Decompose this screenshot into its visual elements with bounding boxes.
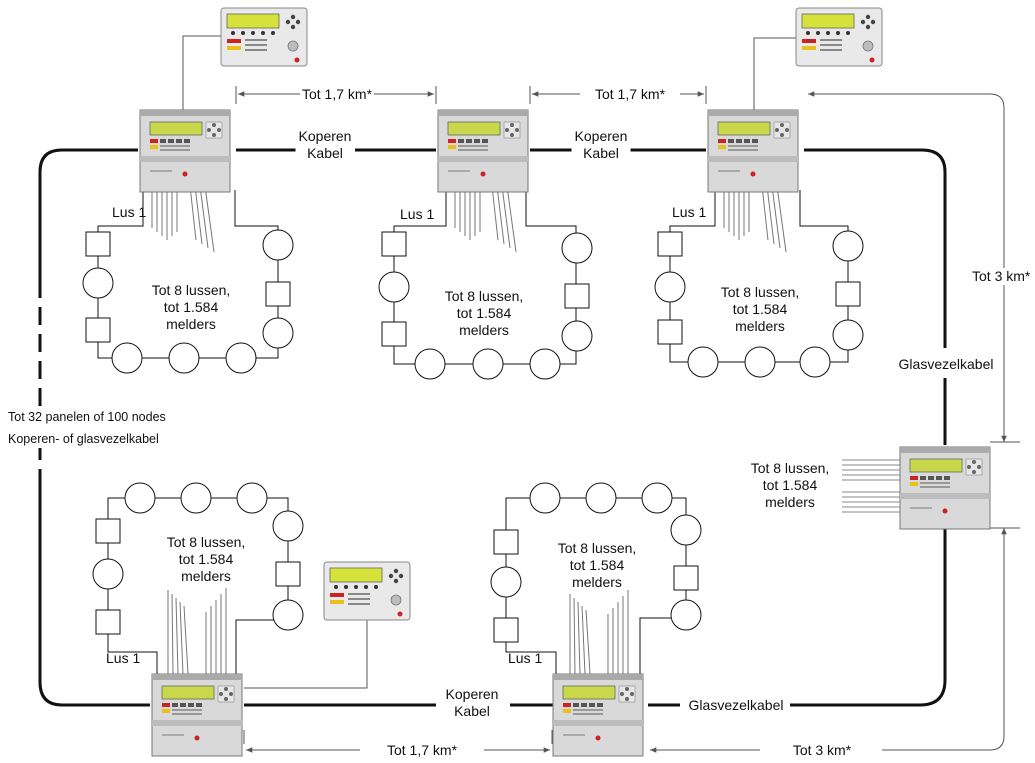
copper-cable-network — [38, 148, 947, 707]
loop-label-bottom-left: Lus 1 — [106, 650, 141, 666]
repeater-panel-top-right — [795, 7, 883, 67]
repeater-links — [182, 35, 796, 689]
loop-label-bottom-center: Lus 1 — [508, 650, 543, 666]
loop-label-top-right: Lus 1 — [672, 204, 707, 220]
distance-label-right: Tot 3 km* — [970, 268, 1033, 285]
control-panel-right — [899, 446, 991, 530]
control-panel-top-left — [139, 109, 231, 193]
fiber-cable-right-bottom — [648, 528, 947, 707]
cable-label-fiber-right: Glasvezelkabel — [896, 356, 996, 373]
copper-cable-left-top — [38, 148, 138, 280]
detector-loop-top-right — [654, 185, 864, 378]
detector-loop-top-left — [82, 185, 294, 374]
distance-markers — [235, 86, 1020, 753]
distance-label-bottom-left: Tot 1,7 km* — [384, 742, 460, 759]
distance-label-bottom-right: Tot 3 km* — [790, 742, 854, 759]
copper-cable-left-bottom — [38, 470, 150, 707]
distance-label-top-left: Tot 1,7 km* — [299, 86, 375, 103]
control-panel-bottom-center — [552, 673, 644, 757]
loop-label-top-center: Lus 1 — [400, 206, 435, 222]
detector-loop-bottom-left — [92, 482, 304, 675]
copper-cable-top-right-down — [804, 148, 947, 348]
detector-loop-top-center — [378, 185, 593, 380]
control-panel-top-right — [707, 109, 799, 193]
control-panel-top-center — [437, 109, 529, 193]
distance-label-top-right: Tot 1,7 km* — [592, 86, 668, 103]
repeater-panel-bottom-left — [323, 561, 411, 621]
right-panel-loop-wires — [842, 459, 900, 513]
control-panel-bottom-left — [151, 673, 243, 757]
network-note: Tot 32 panelen of 100 nodes Koperen- of … — [6, 408, 168, 448]
cable-label-fiber-bottom: Glasvezelkabel — [686, 697, 786, 714]
loop-label-top-left: Lus 1 — [112, 204, 147, 220]
detector-loop-bottom-center — [490, 482, 702, 675]
repeater-panel-top-left — [220, 7, 308, 67]
